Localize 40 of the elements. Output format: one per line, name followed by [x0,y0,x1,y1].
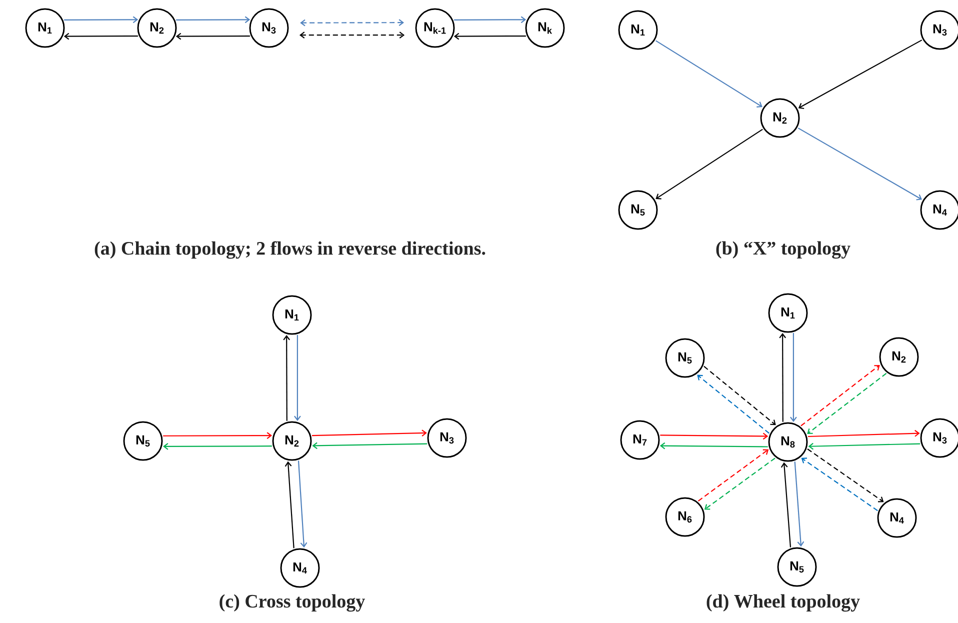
arrow [807,372,887,434]
arrow [790,332,797,422]
arrow [798,40,922,110]
arrow [808,442,920,450]
arrow [454,16,526,24]
arrow [312,430,427,436]
arrow [704,366,776,426]
arrow [807,448,884,502]
arrow [176,32,250,40]
caption-text: (a) Chain topology; 2 flows in reverse directions. [94,241,486,259]
arrow [656,128,763,200]
arrow [300,19,404,26]
arrow [779,332,786,422]
arrow [284,461,294,548]
arrow [64,32,138,40]
arrow [808,430,920,438]
arrow [704,458,776,510]
arrow [660,432,768,440]
arrow [298,460,308,548]
arrow [697,374,770,434]
arrow [656,40,762,108]
arrow [283,334,290,421]
arrow [163,442,272,450]
arrow [294,334,301,421]
arrow [64,16,138,24]
arrow [299,32,405,38]
caption-text: (c) Cross topology [220,594,365,612]
arrow [312,442,428,450]
arrow [176,16,250,24]
caption-text: (b) “X” topology [716,241,850,259]
caption-text: (d) Wheel topology [706,594,860,612]
arrow [698,449,769,502]
arrow [794,462,804,547]
arrow [801,458,878,512]
arrow [798,128,922,200]
arrow [454,32,526,40]
arrow [163,432,272,439]
arrow [660,442,768,450]
arrow [800,365,880,426]
arrow [780,462,792,548]
